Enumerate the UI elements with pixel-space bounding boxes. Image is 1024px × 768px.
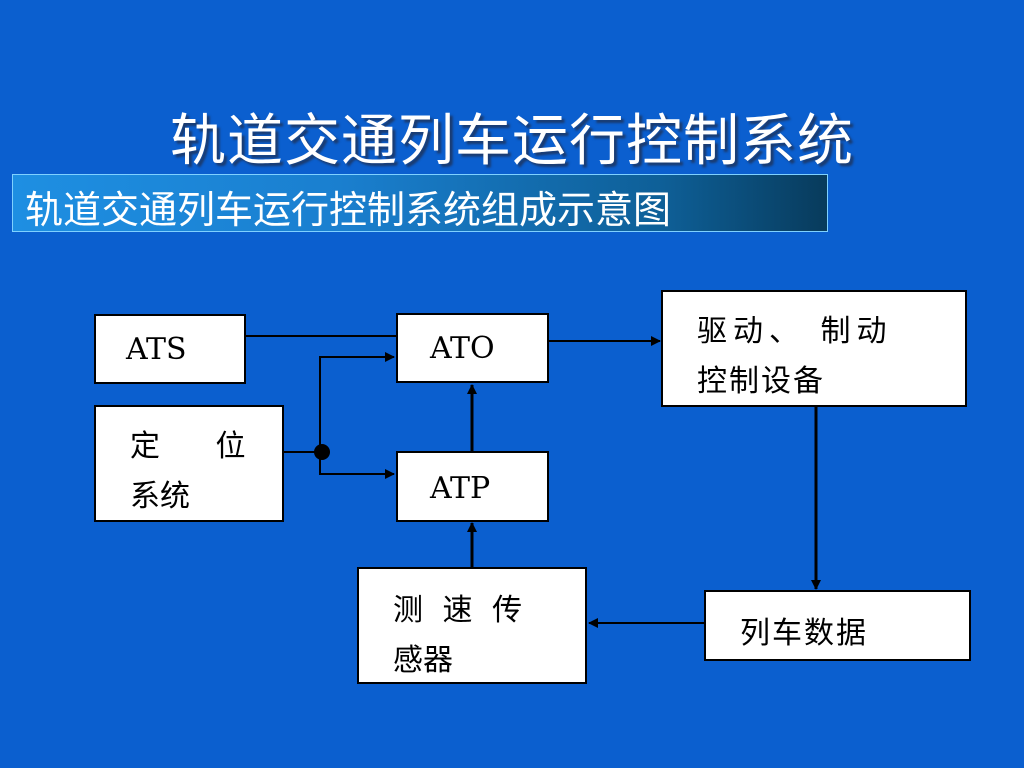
node-positioning: 定 位 系统	[94, 405, 284, 522]
node-drive-control: 驱动、 制动 控制设备	[661, 290, 967, 407]
node-positioning-line1: 定 位	[130, 429, 246, 464]
node-ato: ATO	[396, 313, 549, 383]
slide-title: 轨道交通列车运行控制系统	[170, 109, 854, 174]
subtitle-banner: 轨道交通列车运行控制系统组成示意图	[12, 174, 828, 232]
node-atp-label: ATP	[430, 471, 491, 506]
node-drive-control-line1: 驱动、 制动	[697, 314, 893, 349]
node-ats-label: ATS	[126, 332, 187, 367]
junction-dot	[314, 444, 330, 460]
node-speed-sensor-line1: 测 速 传	[393, 593, 523, 628]
node-train-data-label: 列车数据	[740, 616, 868, 651]
node-drive-control-line2: 控制设备	[697, 364, 825, 399]
node-speed-sensor: 测 速 传 感器	[357, 567, 587, 684]
node-speed-sensor-line2: 感器	[393, 643, 453, 678]
node-train-data: 列车数据	[704, 590, 971, 661]
edge-junction-ato	[319, 352, 395, 452]
node-ato-label: ATO	[430, 331, 495, 366]
node-atp: ATP	[396, 451, 549, 522]
edge-junction-atp	[319, 452, 395, 479]
node-positioning-line2: 系统	[130, 479, 190, 514]
node-ats: ATS	[94, 314, 246, 384]
slide-subtitle: 轨道交通列车运行控制系统组成示意图	[25, 188, 672, 232]
